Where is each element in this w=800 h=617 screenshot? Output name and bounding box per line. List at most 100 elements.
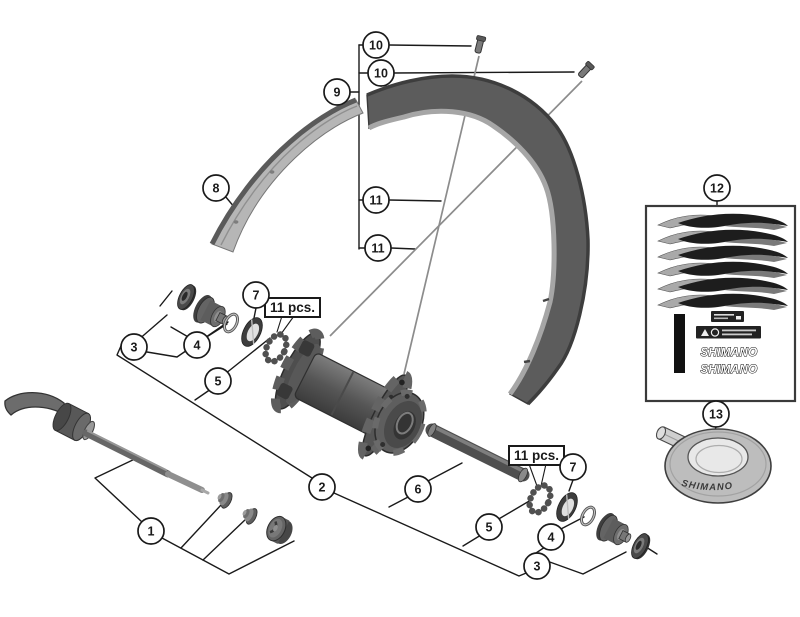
warning-triangle-icon <box>701 329 709 336</box>
cup-bolt-hole <box>404 393 410 399</box>
svg-text:7: 7 <box>570 461 577 475</box>
rim-notch <box>523 359 531 364</box>
callout-7-left: 7 <box>242 281 270 309</box>
leader-5-left-a <box>224 337 271 375</box>
leader-10a <box>388 44 472 47</box>
hub-body-assembly <box>270 328 427 461</box>
svg-text:3: 3 <box>534 560 541 574</box>
rim-segment-light <box>209 97 364 253</box>
callouts: 1 2 3 4 5 7 8 9 10 10 11 11 12 13 6 5 4 … <box>120 31 731 580</box>
cone-locknut-unit-right <box>596 513 632 546</box>
callout-5-right: 5 <box>475 513 503 541</box>
rim-arc-main <box>366 74 590 406</box>
hub-axle <box>425 423 530 483</box>
svg-text:10: 10 <box>374 67 388 81</box>
svg-text:4: 4 <box>194 339 201 353</box>
cup-bolt-hole <box>380 441 386 447</box>
callout-10-lower: 10 <box>367 59 395 87</box>
tape-roll-core <box>687 437 749 477</box>
svg-text:13: 13 <box>709 408 723 422</box>
svg-text:11: 11 <box>371 242 384 256</box>
qr-end-nut <box>266 515 293 544</box>
washer-right <box>579 505 597 527</box>
svg-text:4: 4 <box>548 531 555 545</box>
callout-4-right: 4 <box>537 523 565 551</box>
svg-text:3: 3 <box>131 341 138 355</box>
callout-3-right: 3 <box>523 552 551 580</box>
hub-shell-ridge <box>330 371 355 416</box>
callout-11-upper: 11 <box>362 186 390 214</box>
leader-3-right-stair <box>546 551 627 575</box>
callout-4-left: 4 <box>183 331 211 359</box>
quick-release-assembly <box>4 392 293 544</box>
callout-9: 9 <box>323 78 351 106</box>
left-parts-cluster <box>177 284 290 365</box>
bearing-qty-right-label: 11 pcs. <box>514 448 559 463</box>
leader-group-2-right <box>333 492 532 577</box>
qty-pointer-left-1 <box>276 315 283 333</box>
qty-pointer-right-1 <box>528 463 538 487</box>
qr-rod <box>82 429 172 478</box>
rotor-mount-cutout <box>276 383 293 400</box>
leader-7-left <box>253 307 257 319</box>
cone-locknut-unit-left <box>193 295 229 328</box>
rotor-mount-cutout <box>298 340 315 357</box>
leader-7-right <box>568 479 574 492</box>
svg-text:9: 9 <box>334 86 341 100</box>
svg-text:12: 12 <box>710 182 724 196</box>
dust-cap-right <box>631 533 651 560</box>
rim-spoke-hole <box>269 170 275 174</box>
leader-5-right-b <box>462 534 482 547</box>
leader-lines <box>94 44 718 577</box>
leader-6-a <box>425 462 463 483</box>
svg-text:11: 11 <box>369 194 382 208</box>
warning-label <box>696 326 761 339</box>
leader-axis-left <box>159 290 173 307</box>
spoke-nipple-b <box>578 61 595 79</box>
bearing-retainer-left <box>262 331 290 365</box>
tape-end-curl <box>655 426 667 440</box>
axle-and-right-cluster <box>425 423 651 560</box>
spoke-nipple-a <box>474 35 487 54</box>
rim-notch <box>542 297 550 303</box>
rim-spoke-hole <box>233 220 239 224</box>
svg-text:5: 5 <box>486 521 493 535</box>
callout-12: 12 <box>703 174 731 202</box>
callout-11-lower: 11 <box>364 234 392 262</box>
leader-6-b <box>388 495 411 508</box>
leader-1-rod <box>94 456 143 523</box>
qty-pointer-left-2 <box>280 315 295 335</box>
callout-1: 1 <box>137 517 165 545</box>
svg-text:8: 8 <box>213 182 220 196</box>
bearing-retainer-right <box>526 482 554 516</box>
svg-text:10: 10 <box>369 39 383 53</box>
leader-11b <box>390 247 416 250</box>
svg-text:7: 7 <box>253 289 260 303</box>
callout-10-upper: 10 <box>362 31 390 59</box>
spec-label <box>711 311 744 322</box>
qty-pointer-right-2 <box>540 463 547 487</box>
qr-spring-a <box>217 492 233 509</box>
callout-5-left: 5 <box>204 367 232 395</box>
svg-text:6: 6 <box>415 483 422 497</box>
svg-text:2: 2 <box>319 481 326 495</box>
leader-1-spring-a <box>180 504 222 549</box>
svg-text:1: 1 <box>148 525 155 539</box>
leader-4-right-a <box>558 516 585 531</box>
callout-2: 2 <box>308 473 336 501</box>
leader-1-main <box>161 537 295 575</box>
shimano-logo-sticker-bottom: SHIMANO <box>700 364 757 376</box>
hub-end-cup <box>371 389 427 456</box>
dust-cap-left <box>177 284 197 311</box>
callout-13: 13 <box>702 400 730 428</box>
seal-ring-left <box>241 317 263 347</box>
qr-rod-threads <box>165 471 205 493</box>
callout-8: 8 <box>202 174 230 202</box>
callout-3-left: 3 <box>120 333 148 361</box>
leader-5-right-a <box>496 499 532 521</box>
sticker-sheet-box: SHIMANO SHIMANO <box>644 204 797 403</box>
valve-sticker-bar <box>674 314 685 373</box>
callout-6: 6 <box>404 475 432 503</box>
